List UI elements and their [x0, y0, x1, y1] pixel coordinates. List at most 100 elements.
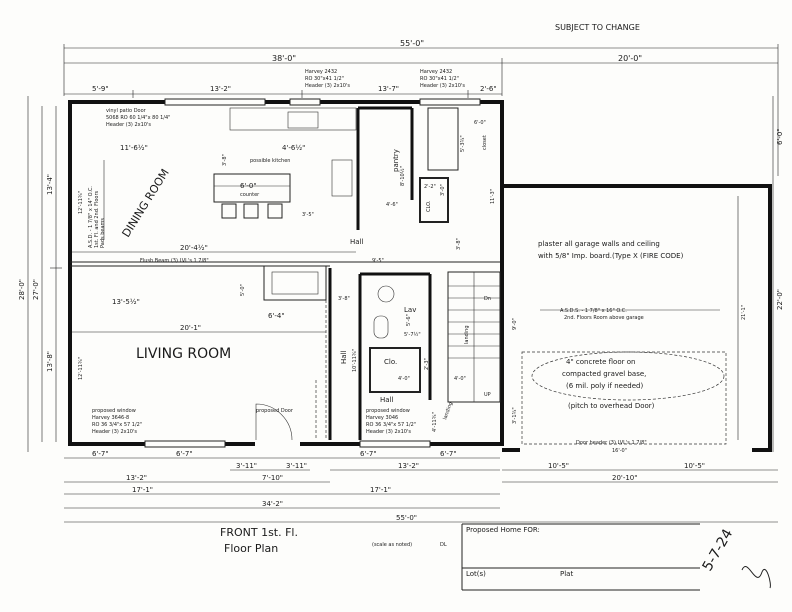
exterior-walls: [68, 100, 772, 452]
window-note-living: proposed window Harvey 3646-8 RO 36 3/4"…: [92, 408, 142, 435]
landing-label-1: landing: [464, 325, 470, 344]
pantry-label: pantry: [392, 149, 400, 172]
dim-d25: 10'-11¾": [352, 349, 358, 372]
left-dimensions: 28'-0" 27'-0" 13'-4" 13'-8": [18, 96, 62, 452]
stair-up-label: UP: [484, 392, 491, 398]
dim-d26: 9'-0": [512, 318, 518, 330]
dim-d20: 5'-6": [406, 314, 412, 326]
kitchen-label: possible kitchen: [250, 158, 290, 164]
dim-d14: 9'-5": [372, 258, 384, 264]
svg-text:RO 36 3/4"x 57 1/2": RO 36 3/4"x 57 1/2": [92, 422, 142, 428]
dining-room-label: DINING ROOM: [120, 167, 172, 240]
proposed-home-label: Proposed Home FOR:: [466, 526, 540, 534]
dim-d12: 6'-0": [474, 120, 486, 126]
title-line-2: Floor Plan: [224, 542, 278, 555]
closet-label: closet: [482, 135, 488, 150]
dim-d1: 11'-6½": [120, 144, 148, 152]
svg-text:compacted gravel base,: compacted gravel base,: [562, 370, 646, 378]
garage-joist-note: A.S.D.S. - 1 7/8" x 16" O.C. 2nd. Floors…: [560, 308, 644, 321]
subject-to-change-note: SUBJECT TO CHANGE: [555, 23, 640, 32]
svg-text:5068 RO 60 1/4"x 80 1/4": 5068 RO 60 1/4"x 80 1/4": [106, 115, 170, 121]
dim-d17: 20'-1": [180, 324, 201, 332]
dim-d30: 4'-11¾": [432, 412, 438, 432]
plat-label: Plat: [560, 570, 573, 578]
landing-label-2: landing: [442, 401, 454, 420]
dim-d3: 20'-4½": [180, 244, 208, 252]
pantry-dim: 8'-10½": [399, 166, 406, 186]
title-block: FRONT 1st. Fl. Floor Plan (scale as note…: [220, 523, 771, 591]
svg-text:A.S.D. - 1 7/8" x 14" O.C.: A.S.D. - 1 7/8" x 14" O.C.: [88, 186, 94, 248]
dim-d8: 4'-6": [386, 202, 398, 208]
bottom-dimensions: 6'-7" 6'-7" 6'-7" 6'-7" 3'-11" 3'-11" 7'…: [64, 450, 778, 523]
door-header-note: Door header (3) LVL's 1 7/8": [576, 440, 647, 446]
svg-text:Header (3) 2x10's: Header (3) 2x10's: [106, 122, 151, 128]
front-door-swing: [255, 403, 293, 441]
dim-seg-2: 13'-2": [210, 85, 231, 93]
windows: [144, 98, 481, 448]
slab-note: 4" concrete floor on compacted gravel ba…: [562, 358, 646, 390]
dim-d13: 3'-8": [456, 238, 462, 250]
dim-d21: 5'-7½": [404, 331, 421, 338]
dim-overall-top: 55'-0": [400, 39, 424, 48]
dim-d6: 6'-0": [240, 182, 257, 190]
pitch-note: (pitch to overhead Door): [568, 402, 655, 410]
scale-initials: DL: [440, 542, 447, 548]
dim-d4: 3'-8": [222, 154, 228, 166]
stair-down-label: Dn: [484, 296, 491, 302]
window-note-top-2: Harvey 2432 RO 30"x41 1/2" Header (3) 2x…: [420, 69, 465, 89]
dim-d11: 5'-3¾": [460, 135, 466, 152]
svg-text:7'-10": 7'-10": [262, 474, 283, 482]
dim-d23: 4'-0": [398, 376, 410, 382]
svg-text:Harvey 2432: Harvey 2432: [420, 69, 452, 75]
svg-text:Header (3) 2x10's: Header (3) 2x10's: [420, 83, 465, 89]
svg-text:2nd. Floors Room above garage: 2nd. Floors Room above garage: [564, 315, 644, 321]
dim-d29: 5'-0": [240, 284, 246, 296]
svg-text:vinyl patio Door: vinyl patio Door: [106, 108, 147, 114]
date-stamp: 5-7-24: [700, 526, 737, 574]
top-dimensions: 55'-0" 38'-0" 20'-0" 5'-9" 13'-2" 13'-7"…: [63, 39, 779, 176]
svg-text:plaster all garage walls and c: plaster all garage walls and ceiling: [538, 240, 660, 248]
svg-text:Header (3) 2x10's: Header (3) 2x10's: [366, 429, 411, 435]
slab-callout: [531, 351, 725, 401]
dim-left-outer: 28'-0": [18, 279, 26, 300]
garage-wall-note: plaster all garage walls and ceiling wit…: [538, 240, 684, 260]
svg-text:20'-10": 20'-10": [612, 474, 637, 482]
window-note-hall: proposed window Harvey 3046 RO 36 3/4"x …: [366, 408, 416, 435]
svg-text:proposed window: proposed window: [366, 408, 410, 414]
svg-text:with 5/8" Imp. board.(Type X (: with 5/8" Imp. board.(Type X (FIRE CODE): [538, 252, 684, 260]
lot-label: Lot(s): [466, 570, 486, 578]
dim-d7: 3'-5": [302, 212, 314, 218]
fireplace: [263, 265, 327, 301]
window-note-top-1: Harvey 2432 RO 30"x41 1/2" Header (3) 2x…: [305, 69, 350, 89]
dim-d10: 3'-0": [440, 184, 446, 196]
dim-right-inner: 21'-1": [741, 305, 747, 320]
proposed-door-note: proposed Door: [256, 408, 294, 414]
kitchen-area: possible kitchen counter: [213, 107, 357, 219]
svg-text:Pads beams: Pads beams: [100, 218, 106, 248]
svg-text:Harvey 3046: Harvey 3046: [366, 415, 398, 421]
overhead-door-zone: [521, 351, 727, 445]
clo-label-1: CLO.: [426, 200, 432, 212]
dim-right-upper: 6'-0": [776, 128, 784, 145]
dim-d2: 12'-11¾": [78, 191, 84, 214]
svg-text:6'-7": 6'-7": [360, 450, 377, 458]
svg-text:10'-5": 10'-5": [684, 462, 705, 470]
hall-label-1: Hall: [350, 238, 363, 246]
svg-text:proposed window: proposed window: [92, 408, 136, 414]
dim-d16: 13'-5½": [112, 298, 140, 306]
lav-sink: [377, 285, 395, 303]
right-dimensions: 6'-0" 22'-0" 21'-1": [737, 96, 784, 452]
dim-d24: 12'-11¾": [78, 357, 84, 380]
clo-label-2: Clo.: [384, 358, 397, 366]
svg-text:55'-0": 55'-0": [396, 514, 417, 522]
svg-text:17'-1": 17'-1": [132, 486, 153, 494]
signature-mark: [741, 566, 771, 589]
dim-right-garage: 22'-0": [776, 289, 784, 310]
dim-seg-3: 13'-7": [378, 85, 399, 93]
dim-seg-1: 5'-9": [92, 85, 109, 93]
svg-text:10'-5": 10'-5": [548, 462, 569, 470]
patio-door-note: vinyl patio Door 5068 RO 60 1/4"x 80 1/4…: [106, 108, 170, 128]
svg-text:Header (3) 2x10's: Header (3) 2x10's: [305, 83, 350, 89]
dim-d27: 3'-1¾": [512, 407, 518, 424]
